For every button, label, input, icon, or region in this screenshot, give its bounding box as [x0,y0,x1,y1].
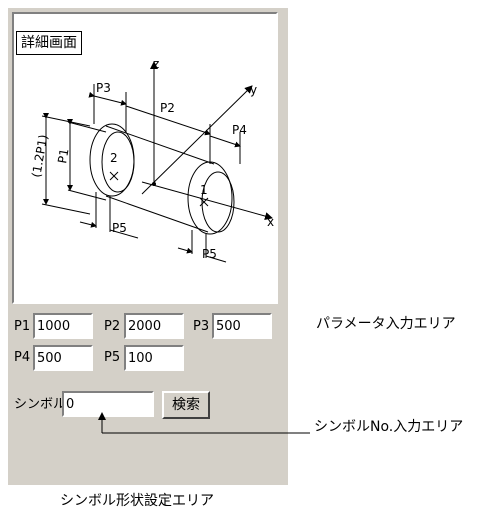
p4-input[interactable]: 500 [33,345,93,371]
symbol-no-area-note: シンボルNo.入力エリア [314,419,464,435]
p2-input[interactable]: 2000 [124,313,184,339]
p3-input[interactable]: 500 [212,313,272,339]
search-button[interactable]: 検索 [162,391,210,419]
p3-label: P3 [193,319,210,334]
pipe-diagram: z y x P3 P2 P4 2 1 P5 P5 P1 (1.2P1) [29,57,274,263]
label-point-1: 1 [200,183,208,197]
label-point-2: 2 [110,151,118,165]
label-p4: P4 [232,123,247,137]
label-p1: P1 [55,147,71,164]
label-x: x [267,215,274,229]
y-axis [141,85,253,195]
pipe-top-edge [105,125,215,165]
label-p3: P3 [96,81,111,95]
p5-input[interactable]: 100 [124,345,184,371]
p2-label: P2 [104,319,121,334]
p5-label: P5 [104,350,121,365]
left-flange-inner [101,131,135,193]
p1-label: P1 [14,319,31,334]
detail-view-title: 詳細画面 [16,31,82,55]
label-p2: P2 [160,101,175,115]
x-axis [141,181,273,220]
symbol-no-input[interactable]: 0 [62,391,154,417]
label-p5-right: P5 [202,247,217,261]
label-y: y [250,83,257,97]
p4-label: P4 [14,350,31,365]
origin-point [152,182,156,186]
detail-view: z y x P3 P2 P4 2 1 P5 P5 P1 (1.2P1) [12,12,278,304]
right-flange-inner [201,171,235,233]
symbol-label: シンボル [14,397,67,412]
label-p5-left: P5 [112,221,127,235]
symbol-shape-area-note: シンボル形状設定エリア [60,493,214,509]
param-area-note: パラメータ入力エリア [316,316,456,332]
pipe-bottom-edge [105,195,209,233]
p1-input[interactable]: 1000 [33,313,93,339]
label-z: z [153,57,159,71]
